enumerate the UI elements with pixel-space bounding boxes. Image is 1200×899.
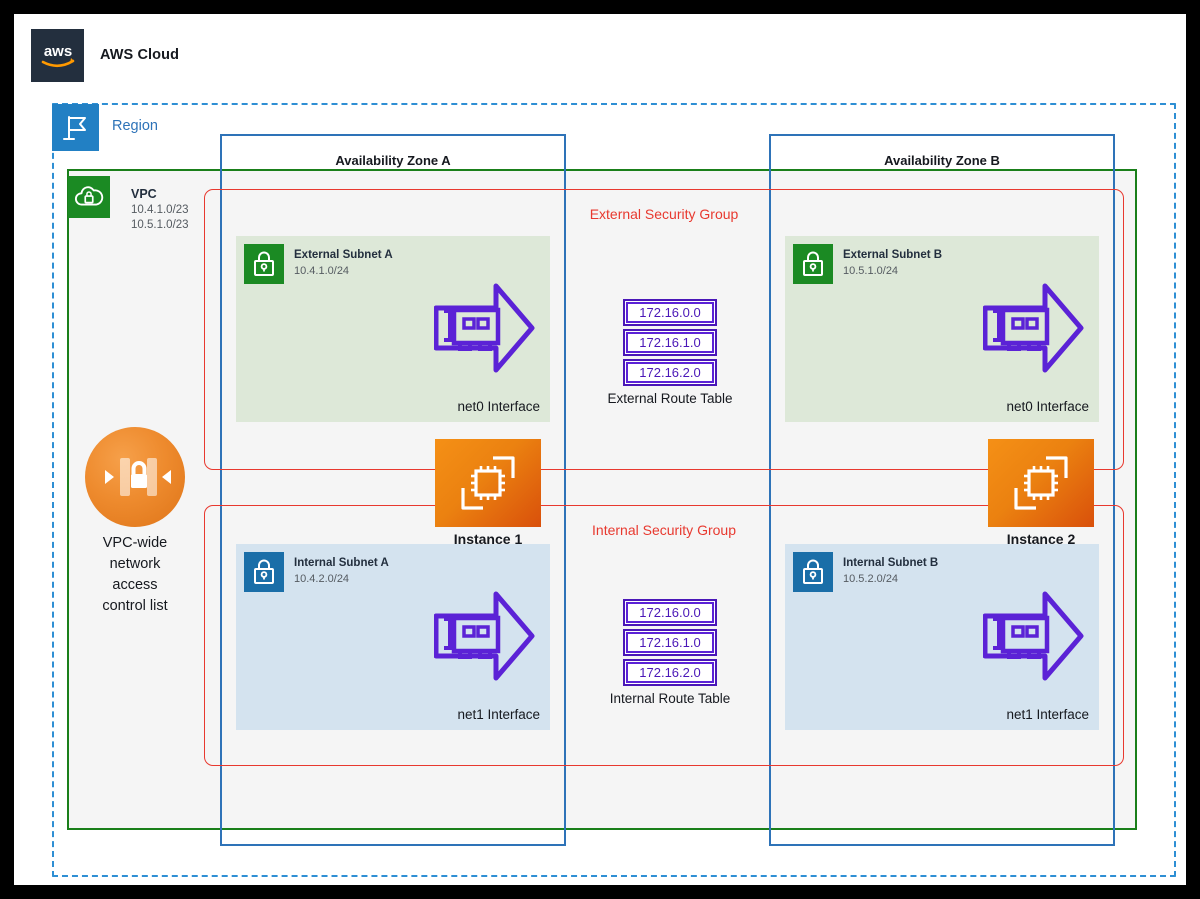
availability-zone-b: Availability Zone B: [769, 134, 1115, 846]
internal-subnet-b-interface-label: net1 Interface: [1006, 707, 1089, 722]
internal-subnet-b-cidr: 10.5.2.0/24: [843, 573, 899, 585]
internal-route-table: 172.16.0.0 172.16.1.0 172.16.2.0 Interna…: [570, 599, 770, 706]
route-entry: 172.16.2.0: [623, 359, 717, 386]
route-entry: 172.16.0.0: [623, 599, 717, 626]
subnet-lock-icon: [244, 244, 284, 284]
internal-subnet-b: Internal Subnet B 10.5.2.0/24 net1 Inter…: [785, 544, 1099, 730]
ec2-instance-icon: [988, 439, 1094, 527]
region-flag-icon: [52, 104, 99, 151]
instance-2: Instance 2: [988, 439, 1094, 547]
internal-subnet-b-name: Internal Subnet B: [843, 557, 939, 569]
external-subnet-a-interface-label: net0 Interface: [457, 399, 540, 414]
internal-security-group-label: Internal Security Group: [592, 522, 736, 538]
subnet-lock-icon: [244, 552, 284, 592]
internal-subnet-a: Internal Subnet A 10.4.2.0/24 net1 Inter…: [236, 544, 550, 730]
diagram-page: aws AWS Cloud Region VPC 10.4.: [14, 14, 1186, 885]
external-route-table: 172.16.0.0 172.16.1.0 172.16.2.0 Externa…: [570, 299, 770, 406]
external-security-group: External Security Group: [204, 189, 1124, 470]
vpc-cidr-secondary: 10.5.1.0/23: [131, 219, 189, 231]
vpc-cloud-lock-icon: [68, 176, 110, 218]
route-entry-value: 172.16.2.0: [626, 362, 714, 383]
external-subnet-a-cidr: 10.4.1.0/24: [294, 265, 350, 277]
internal-subnet-a-interface-label: net1 Interface: [457, 707, 540, 722]
aws-logo-icon: aws: [31, 29, 84, 82]
internal-subnet-a-cidr: 10.4.2.0/24: [294, 573, 350, 585]
internal-route-table-label: Internal Route Table: [609, 691, 731, 706]
subnet-lock-icon: [793, 552, 833, 592]
route-entry: 172.16.1.0: [623, 329, 717, 356]
internal-subnet-a-name: Internal Subnet A: [294, 557, 389, 569]
route-entry: 172.16.1.0: [623, 629, 717, 656]
instance-2-label: Instance 2: [1006, 531, 1076, 547]
internal-security-group: Internal Security Group: [204, 505, 1124, 766]
nacl-label-line-4: control list: [102, 598, 168, 614]
availability-zone-b-label: Availability Zone B: [884, 153, 1000, 168]
vpc-cidr-primary: 10.4.1.0/23: [131, 204, 189, 216]
external-subnet-b-interface-label: net0 Interface: [1006, 399, 1089, 414]
external-subnet-b: External Subnet B 10.5.1.0/24 net0 Inter…: [785, 236, 1099, 422]
external-subnet-a: External Subnet A 10.4.1.0/24 net0 Inter…: [236, 236, 550, 422]
nacl-label-line-1: VPC-wide: [102, 535, 168, 551]
external-route-table-label: External Route Table: [607, 391, 733, 406]
network-interface-icon: [982, 586, 1085, 686]
external-subnet-b-cidr: 10.5.1.0/24: [843, 265, 899, 277]
external-subnet-a-name: External Subnet A: [294, 249, 393, 261]
route-entry-value: 172.16.0.0: [626, 302, 714, 323]
ec2-instance-icon: [435, 439, 541, 527]
aws-cloud-label: AWS Cloud: [100, 47, 180, 63]
network-interface-icon: [433, 586, 536, 686]
route-entry-value: 172.16.2.0: [626, 662, 714, 683]
route-entry: 172.16.2.0: [623, 659, 717, 686]
vpc-title: VPC: [131, 187, 157, 201]
vpc-network-acl: VPC-wide network access control list: [74, 427, 196, 617]
nacl-label-line-3: access: [112, 577, 158, 593]
network-interface-icon: [982, 278, 1085, 378]
instance-1-label: Instance 1: [453, 531, 523, 547]
route-entry-value: 172.16.1.0: [626, 332, 714, 353]
instance-1: Instance 1: [435, 439, 541, 547]
route-entry-value: 172.16.1.0: [626, 632, 714, 653]
region-boundary: [52, 103, 1176, 877]
availability-zone-a-label: Availability Zone A: [335, 153, 451, 168]
route-entry-value: 172.16.0.0: [626, 602, 714, 623]
route-entry: 172.16.0.0: [623, 299, 717, 326]
availability-zone-a: Availability Zone A: [220, 134, 566, 846]
subnet-lock-icon: [793, 244, 833, 284]
network-interface-icon: [433, 278, 536, 378]
nacl-label-line-2: network: [109, 556, 161, 572]
external-subnet-b-name: External Subnet B: [843, 249, 943, 261]
external-security-group-label: External Security Group: [589, 206, 739, 222]
svg-text:aws: aws: [43, 43, 71, 60]
network-acl-icon: [85, 427, 185, 527]
region-label: Region: [112, 118, 158, 134]
vpc-network-acl-label: VPC-wide network access control list: [74, 533, 196, 617]
